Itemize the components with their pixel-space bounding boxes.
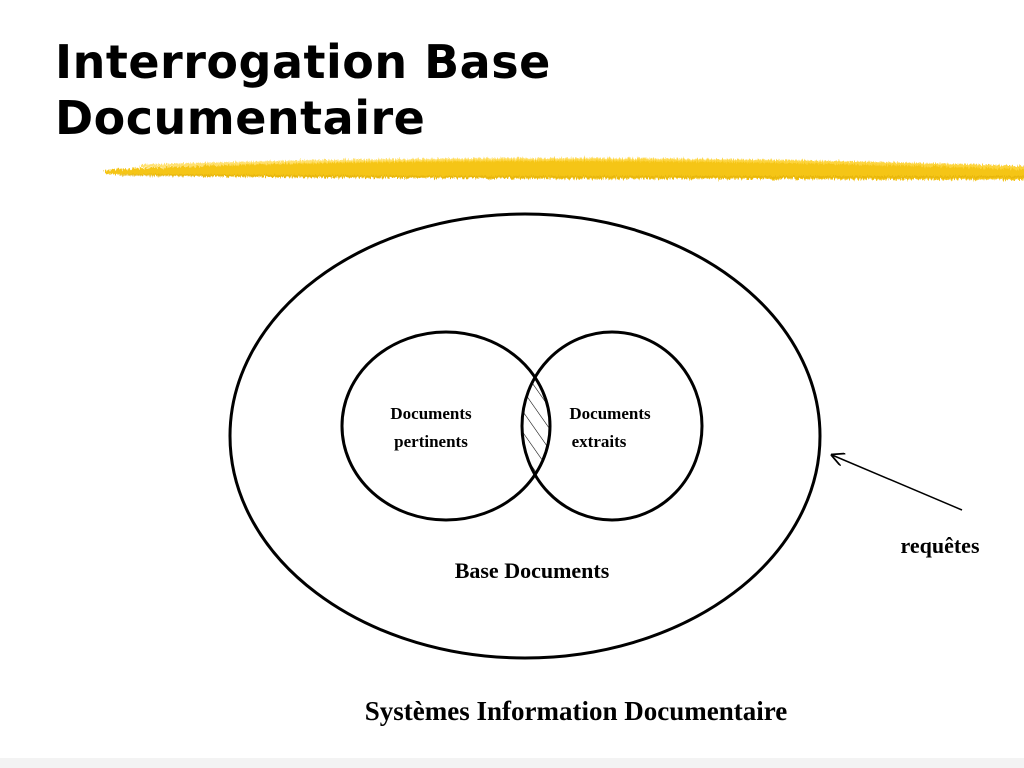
diagram-caption: Systèmes Information Documentaire — [365, 696, 787, 726]
base-documents-ellipse — [228, 212, 822, 660]
pertinent-documents-label-line1: Documents — [390, 404, 472, 423]
slide-title: Interrogation Base Documentaire — [55, 34, 551, 146]
pertinent-documents-label-line2: pertinents — [394, 432, 468, 451]
extracted-documents-label-line1: Documents — [569, 404, 651, 423]
slide-title-line1: Interrogation Base — [55, 35, 551, 89]
queries-label: requêtes — [900, 533, 979, 558]
pertinent-documents-circle — [340, 330, 552, 522]
extracted-documents-circle — [520, 330, 704, 522]
base-documents-label: Base Documents — [455, 558, 610, 583]
slide-title-line2: Documentaire — [55, 91, 426, 145]
extracted-documents-label-line2: extraits — [572, 432, 627, 451]
title-underline — [104, 158, 1024, 180]
queries-arrow — [832, 455, 963, 511]
bottom-strip — [0, 758, 1024, 768]
